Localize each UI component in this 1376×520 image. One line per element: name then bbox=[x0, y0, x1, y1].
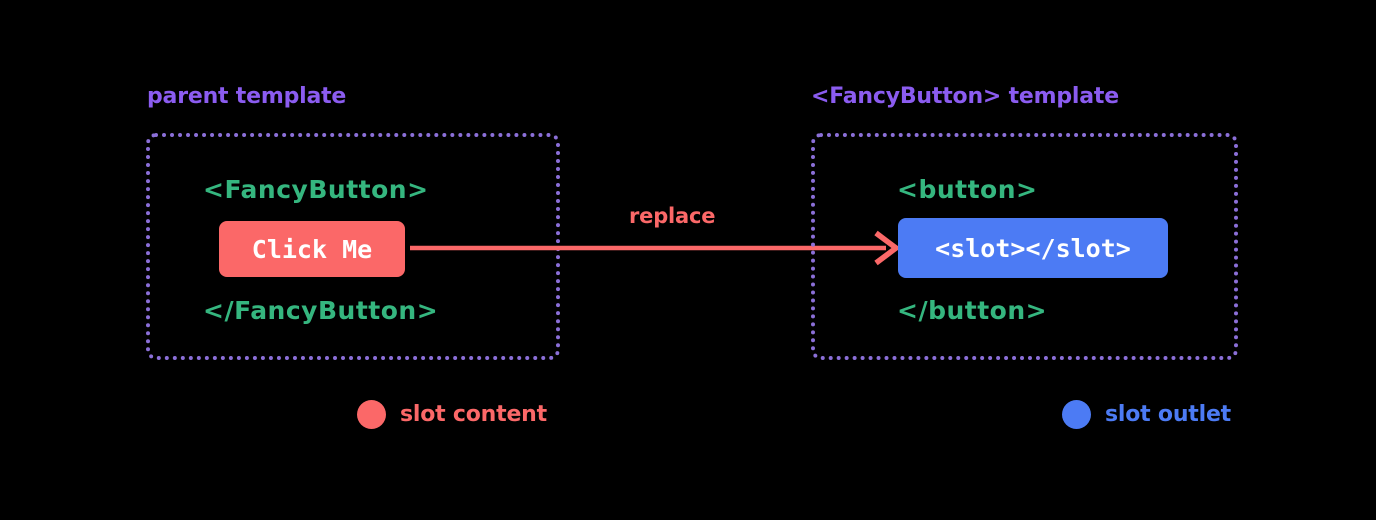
legend-label-slot-content: slot content bbox=[400, 402, 547, 427]
legend-label-slot-outlet: slot outlet bbox=[1105, 402, 1231, 427]
slot-content-dot-icon bbox=[357, 400, 386, 429]
parent-template-title: parent template bbox=[147, 84, 347, 109]
slot-content-chip[interactable]: Click Me bbox=[219, 221, 405, 277]
replace-label: replace bbox=[629, 204, 716, 228]
code-line-fancybutton-close-tag: </FancyButton> bbox=[203, 296, 439, 325]
fancybutton-template-panel bbox=[811, 133, 1238, 360]
code-line-button-close-tag: </button> bbox=[897, 296, 1048, 325]
slot-outlet-chip[interactable]: <slot></slot> bbox=[898, 218, 1168, 278]
slot-outlet-dot-icon bbox=[1062, 400, 1091, 429]
legend-item-slot-content: slot content bbox=[357, 400, 547, 429]
code-line-fancybutton-open-tag: <FancyButton> bbox=[203, 175, 429, 204]
replace-arrow-icon bbox=[410, 230, 901, 266]
legend-item-slot-outlet: slot outlet bbox=[1062, 400, 1231, 429]
fancybutton-template-title: <FancyButton> template bbox=[811, 84, 1119, 109]
code-line-button-open-tag: <button> bbox=[897, 175, 1038, 204]
